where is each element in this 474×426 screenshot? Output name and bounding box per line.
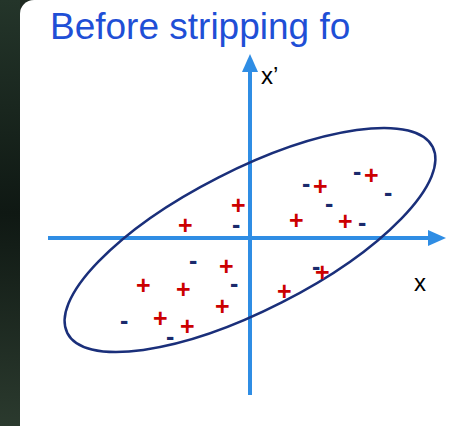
positive-charge: + (176, 277, 191, 302)
slide-title: Before stripping fo (50, 8, 350, 45)
positive-charge: + (153, 306, 168, 331)
x-axis-arrowhead (428, 230, 446, 246)
positive-charge: + (180, 314, 195, 339)
y-axis (248, 70, 252, 395)
positive-charge: + (136, 273, 151, 298)
negative-charge: - (358, 210, 366, 235)
positive-charge: + (215, 294, 230, 319)
positive-charge: + (338, 209, 353, 234)
y-axis-arrowhead (242, 54, 258, 72)
negative-charge: - (325, 191, 333, 216)
axis-label: x (414, 271, 426, 295)
negative-charge: - (120, 308, 128, 333)
positive-charge: + (289, 208, 304, 233)
axis-label: x’ (261, 64, 278, 88)
positive-charge: + (315, 260, 330, 285)
positive-charge: + (277, 279, 292, 304)
negative-charge: - (230, 271, 238, 296)
negative-charge: - (232, 212, 240, 237)
photo-edge (0, 0, 20, 426)
positive-charge: + (364, 163, 379, 188)
beam-ellipse (36, 85, 465, 396)
positive-charge: + (178, 213, 193, 238)
negative-charge: - (189, 248, 197, 273)
negative-charge: - (302, 171, 310, 196)
negative-charge: - (384, 180, 392, 205)
negative-charge: - (353, 159, 361, 184)
negative-charge: - (166, 324, 174, 349)
